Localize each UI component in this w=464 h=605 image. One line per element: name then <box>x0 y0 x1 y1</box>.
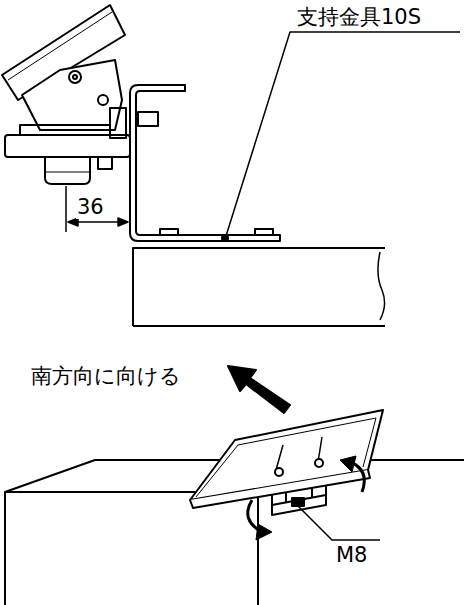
mount-block <box>133 248 385 326</box>
dimension-36 <box>66 186 128 232</box>
bolt-size: M8 <box>335 543 368 567</box>
bracket-10s <box>130 85 280 241</box>
direction-arrow <box>228 366 290 413</box>
dimension: 36 <box>76 195 105 219</box>
leader-line <box>298 506 380 540</box>
leader-line <box>226 32 460 236</box>
part-name: 支持金具10S <box>296 5 422 29</box>
sensor-unit <box>2 5 130 184</box>
panel-stand <box>190 410 383 515</box>
rotate-arrow <box>248 456 365 540</box>
direction-note: 南方向に向ける <box>30 364 182 388</box>
